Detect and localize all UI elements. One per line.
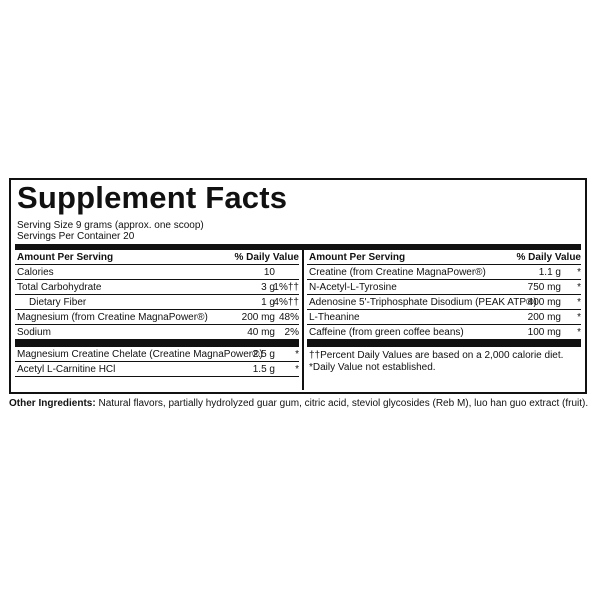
nutrient-amount: 200 mg	[527, 312, 561, 323]
amount-per-serving-header: Amount Per Serving	[309, 252, 406, 263]
other-ingredients-label: Other Ingredients:	[9, 398, 96, 409]
panel-title: Supplement Facts	[17, 180, 288, 215]
nutrient-amount: 2.5 g	[252, 349, 275, 360]
nutrient-name: L-Theanine	[309, 312, 360, 323]
daily-value-header: % Daily Value	[516, 252, 581, 263]
right-thick-rule	[307, 340, 581, 347]
nutrient-name: Dietary Fiber	[29, 297, 87, 308]
other-ingredients: Other Ingredients: Natural flavors, part…	[9, 398, 588, 410]
nutrient-amount: 40 mg	[247, 327, 275, 338]
nutrient-name: Adenosine 5'-Triphosphate Disodium (PEAK…	[309, 297, 537, 308]
nutrient-daily-value: 4%††	[273, 297, 299, 308]
nutrient-name: N-Acetyl-L-Tyrosine	[309, 282, 397, 293]
nutrient-row: Caffeine (from green coffee beans) 100 mg…	[307, 325, 581, 340]
nutrient-row: Acetyl L-Carnitine HCl 1.5 g *	[15, 362, 299, 377]
left-column: Amount Per Serving % Daily Value Calorie…	[15, 250, 299, 377]
nutrient-amount: 1.5 g	[252, 364, 275, 375]
nutrient-row: L-Theanine 200 mg *	[307, 310, 581, 325]
nutrient-daily-value: *	[577, 267, 581, 278]
right-column: Amount Per Serving % Daily Value Creatin…	[307, 250, 581, 374]
nutrient-amount: 3 g	[261, 282, 275, 293]
nutrient-amount: 200 mg	[241, 312, 275, 323]
daily-value-header: % Daily Value	[234, 252, 299, 263]
column-divider	[302, 244, 304, 390]
nutrient-daily-value: 1%††	[273, 282, 299, 293]
nutrient-daily-value: *	[577, 297, 581, 308]
nutrient-amount: 400 mg	[527, 297, 561, 308]
right-rows: Creatine (from Creatine MagnaPower®) 1.1 …	[307, 265, 581, 340]
nutrient-row: Sodium 40 mg 2%	[15, 325, 299, 340]
nutrient-name: Magnesium Creatine Chelate (Creatine Mag…	[17, 349, 263, 360]
amount-per-serving-header: Amount Per Serving	[17, 252, 114, 263]
nutrient-row: Creatine (from Creatine MagnaPower®) 1.1 …	[307, 265, 581, 280]
supplement-facts-panel: Supplement Facts Serving Size 9 grams (a…	[9, 178, 587, 394]
left-thick-rule	[15, 340, 299, 347]
nutrient-row: N-Acetyl-L-Tyrosine 750 mg *	[307, 280, 581, 295]
nutrient-daily-value: *	[295, 349, 299, 360]
nutrient-name: Calories	[17, 267, 54, 278]
nutrient-amount: 100 mg	[527, 327, 561, 338]
nutrient-amount: 10	[263, 267, 275, 278]
nutrient-name: Creatine (from Creatine MagnaPower®)	[309, 267, 486, 278]
nutrient-amount: 1 g	[261, 297, 275, 308]
servings-per-container: Servings Per Container 20	[17, 231, 135, 242]
top-thick-rule	[15, 244, 581, 250]
left-rows-2: Magnesium Creatine Chelate (Creatine Mag…	[15, 347, 299, 377]
footnote-not-established: *Daily Value not established.	[309, 362, 436, 373]
nutrient-amount: 750 mg	[527, 282, 561, 293]
nutrient-daily-value: 2%	[284, 327, 299, 338]
footnote-percent-dv: ††Percent Daily Values are based on a 2,…	[309, 350, 564, 361]
nutrient-name: Magnesium (from Creatine MagnaPower®)	[17, 312, 208, 323]
nutrient-daily-value: *	[577, 327, 581, 338]
left-header-row: Amount Per Serving % Daily Value	[15, 250, 299, 265]
nutrient-name: Caffeine (from green coffee beans)	[309, 327, 464, 338]
nutrient-row: Calories 10	[15, 265, 299, 280]
nutrient-daily-value: 48%	[278, 312, 299, 323]
nutrient-daily-value: *	[577, 312, 581, 323]
nutrient-name: Total Carbohydrate	[17, 282, 102, 293]
nutrient-name: Acetyl L-Carnitine HCl	[17, 364, 116, 375]
nutrient-row: Adenosine 5'-Triphosphate Disodium (PEAK…	[307, 295, 581, 310]
nutrient-row: Magnesium Creatine Chelate (Creatine Mag…	[15, 347, 299, 362]
right-header-row: Amount Per Serving % Daily Value	[307, 250, 581, 265]
nutrient-daily-value: *	[577, 282, 581, 293]
nutrient-amount: 1.1 g	[538, 267, 561, 278]
other-ingredients-text: Natural flavors, partially hydrolyzed gu…	[98, 398, 589, 409]
nutrient-name: Sodium	[17, 327, 51, 338]
nutrient-row: Magnesium (from Creatine MagnaPower®) 200…	[15, 310, 299, 325]
serving-size: Serving Size 9 grams (approx. one scoop)	[17, 220, 204, 231]
nutrient-daily-value: *	[295, 364, 299, 375]
